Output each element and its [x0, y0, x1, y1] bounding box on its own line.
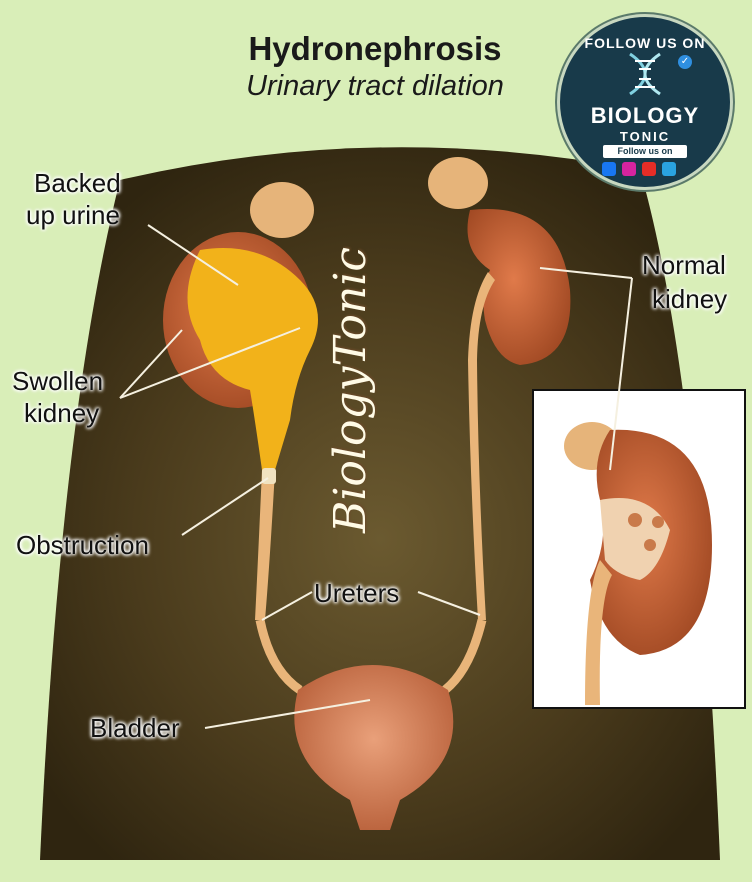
backed-up-urine-pool	[187, 248, 318, 470]
badge-follow-us-on-small: Follow us on	[603, 145, 687, 158]
right-adrenal-gland	[428, 157, 488, 209]
leader-backed-up-urine	[147, 224, 239, 286]
page-subtitle: Urinary tract dilation	[246, 70, 504, 102]
facebook-icon[interactable]	[602, 162, 616, 176]
page-title: Hydronephrosis	[248, 30, 502, 67]
label-bladder: Bladder	[90, 713, 180, 743]
youtube-icon[interactable]	[642, 162, 656, 176]
leader-ureters-left	[261, 591, 313, 621]
label-normal-kidney-line1: Normal	[642, 250, 726, 280]
leader-lines	[119, 224, 633, 729]
inset-ureter	[585, 560, 612, 705]
leader-swollen-kidney-1	[119, 329, 183, 399]
label-ureters: Ureters	[314, 578, 400, 608]
watermark: BiologyTonic	[325, 247, 376, 533]
leader-normal-kidney-1	[539, 267, 633, 279]
leader-normal-kidney-2	[609, 277, 633, 471]
label-backed-up-urine-line1: Backed	[34, 168, 121, 198]
telegram-icon[interactable]	[662, 162, 676, 176]
dilated-ureter	[255, 470, 275, 620]
follow-badge[interactable]: FOLLOW US ON ✓ BIOLOGY TONIC Follow us o…	[557, 14, 733, 190]
badge-tonic: TONIC	[619, 129, 671, 144]
label-swollen-kidney-line1: Swollen	[12, 366, 104, 396]
leader-bladder	[204, 699, 371, 729]
left-ureter-lower	[255, 619, 303, 694]
normal-kidney	[467, 209, 571, 365]
inset-renal-pelvis	[600, 498, 670, 580]
instagram-icon[interactable]	[622, 162, 636, 176]
leader-ureters-right	[417, 591, 481, 616]
inset-calyx	[644, 539, 656, 551]
right-ureter-lower	[442, 618, 487, 694]
left-adrenal-gland	[250, 182, 314, 238]
leader-swollen-kidney-2	[119, 327, 301, 399]
dna-icon	[629, 52, 661, 96]
inset-calyx	[652, 516, 664, 528]
normal-ureter	[468, 272, 495, 620]
label-swollen-kidney-line2: kidney	[24, 398, 100, 428]
inset-calyx	[628, 513, 642, 527]
verified-check-icon: ✓	[678, 55, 692, 69]
leader-obstruction	[181, 477, 269, 536]
label-normal-kidney-line2: kidney	[652, 284, 728, 314]
label-backed-up-urine-line2: up urine	[26, 200, 120, 230]
label-obstruction: Obstruction	[16, 530, 149, 560]
badge-follow-us-on: FOLLOW US ON	[584, 35, 706, 51]
badge-biology: BIOLOGY	[590, 103, 700, 128]
